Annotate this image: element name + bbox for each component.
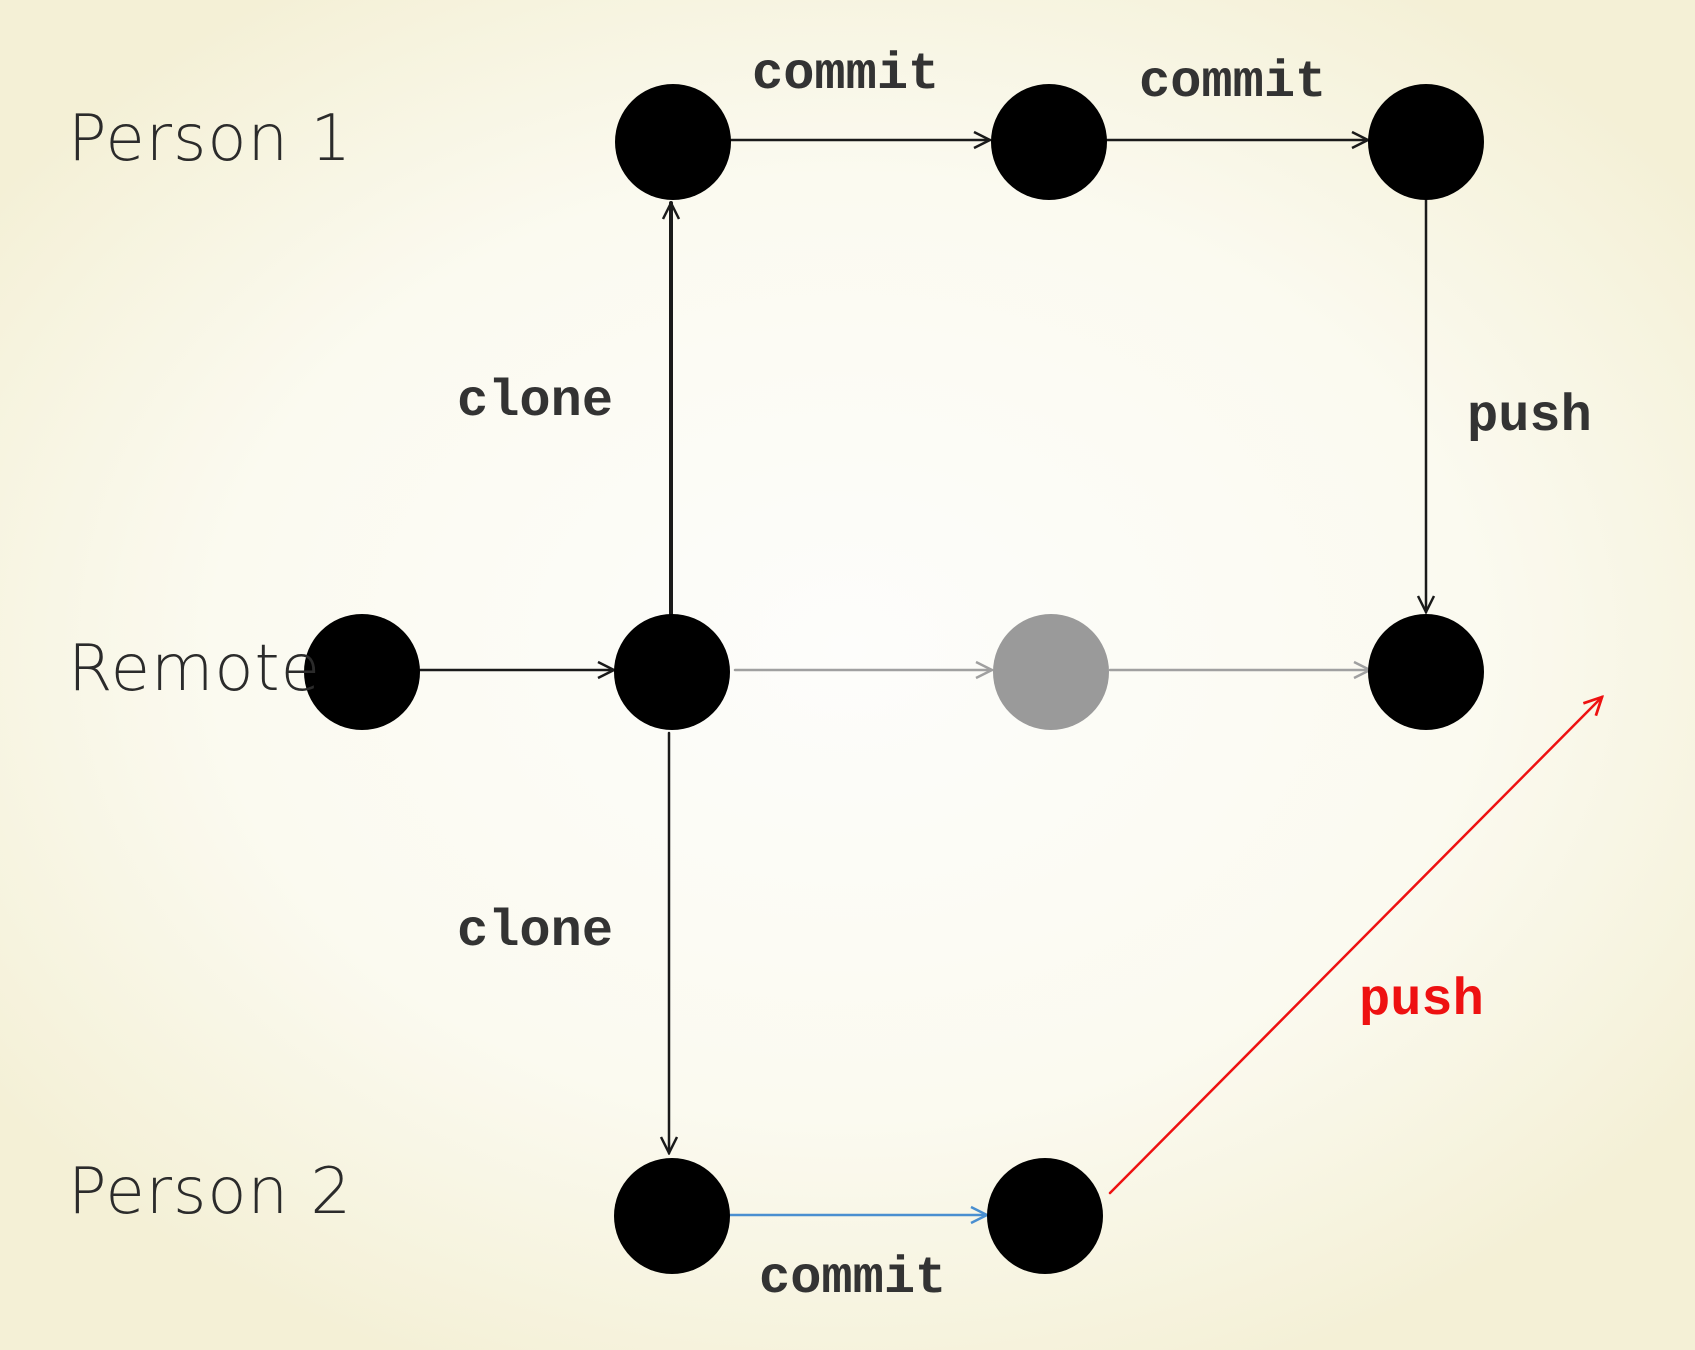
commit-node-remote-1 — [304, 614, 420, 730]
edge-push-person2-rejected — [1108, 697, 1602, 1195]
label-clone-to-person2: clone — [457, 902, 613, 961]
commit-node-remote-superseded — [993, 614, 1109, 730]
commit-node-person2-2 — [987, 1158, 1103, 1274]
row-label-remote: Remote — [68, 632, 321, 706]
commit-nodes — [304, 84, 1484, 1274]
commit-node-remote-4 — [1368, 614, 1484, 730]
label-clone-to-person1: clone — [457, 372, 613, 431]
row-labels: Person 1 Remote Person 2 — [68, 102, 352, 1229]
label-person1-commit-1: commit — [752, 45, 939, 104]
commit-node-person1-3 — [1368, 84, 1484, 200]
label-person1-commit-2: commit — [1139, 53, 1326, 112]
row-label-person1: Person 1 — [68, 102, 352, 176]
label-push-person2-rejected: push — [1359, 971, 1484, 1030]
edges — [418, 140, 1602, 1215]
commit-node-person1-1 — [615, 84, 731, 200]
label-push-person1: push — [1467, 387, 1592, 446]
operation-labels: commit commit clone push clone commit pu… — [457, 45, 1592, 1308]
row-label-person2: Person 2 — [68, 1155, 352, 1229]
commit-node-person2-1 — [614, 1158, 730, 1274]
label-person2-commit: commit — [759, 1249, 946, 1308]
commit-node-person1-2 — [991, 84, 1107, 200]
commit-node-remote-2 — [614, 614, 730, 730]
